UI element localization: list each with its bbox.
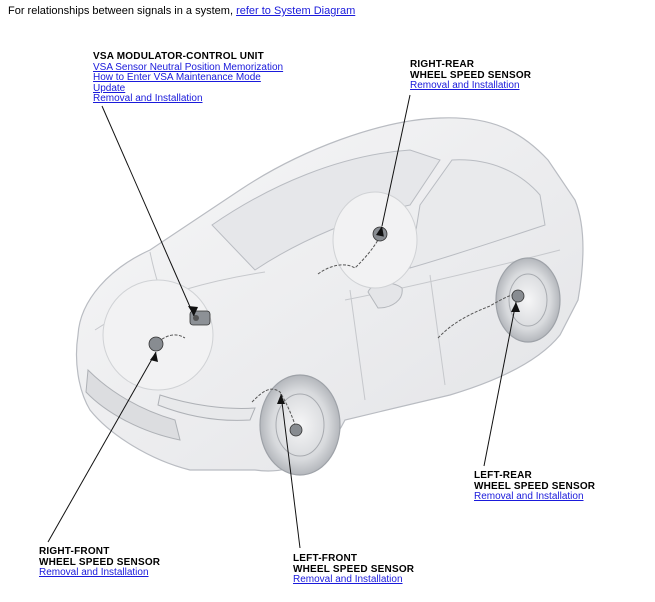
left-front-harness [251,388,297,429]
front-grille [85,368,181,441]
left-front-sensor [289,423,303,437]
front-right-wheel-ghost [102,279,214,391]
vsa-neutral-position-link[interactable]: VSA Sensor Neutral Position Memorization [93,61,284,73]
left-rear-removal-link[interactable]: Removal and Installation [474,491,584,502]
left-front-callout: LEFT-FRONT WHEEL SPEED SENSOR Removal an… [293,553,415,586]
left-rear-leader-line [483,301,517,467]
right-front-title-line1: RIGHT-FRONT [39,546,110,557]
left-front-leader-line [280,393,301,549]
right-rear-title-line1: RIGHT-REAR [410,59,475,70]
left-front-title-line2: WHEEL SPEED SENSOR [293,563,415,575]
vsa-modulator-unit [189,310,211,326]
windshield [211,149,441,271]
right-rear-removal-link[interactable]: Removal and Installation [410,80,520,91]
vsa-modulator-callout: VSA MODULATOR-CONTROL UNIT VSA Sensor Ne… [93,51,284,105]
rear-right-harness [317,239,379,275]
left-front-removal-link[interactable]: Removal and Installation [293,574,403,585]
right-front-sensor [148,336,164,352]
vsa-update-link[interactable]: Update [93,82,126,94]
left-rear-title-line1: LEFT-REAR [474,470,532,481]
rear-right-wheel-ghost [332,191,418,289]
right-rear-callout: RIGHT-REAR WHEEL SPEED SENSOR Removal an… [410,59,532,92]
system-diagram-link[interactable]: refer to System Diagram [236,5,356,17]
side-windows [409,159,546,269]
right-front-title-line2: WHEEL SPEED SENSOR [39,556,161,568]
intro-text: For relationships between signals in a s… [8,5,233,17]
left-rear-wheel [495,257,561,343]
right-front-leader-line [47,351,157,543]
left-rear-harness [437,293,516,339]
left-rear-title-line2: WHEEL SPEED SENSOR [474,480,596,492]
left-rear-callout: LEFT-REAR WHEEL SPEED SENSOR Removal and… [474,470,596,503]
left-front-title-line1: LEFT-FRONT [293,553,358,564]
headlight [157,394,256,421]
right-rear-leader-line [381,94,411,227]
vsa-removal-link[interactable]: Removal and Installation [93,93,203,104]
right-front-callout: RIGHT-FRONT WHEEL SPEED SENSOR Removal a… [39,546,161,579]
vsa-title: VSA MODULATOR-CONTROL UNIT [93,51,264,62]
right-rear-title-line2: WHEEL SPEED SENSOR [410,69,532,81]
vsa-maintenance-mode-link[interactable]: How to Enter VSA Maintenance Mode [93,72,261,83]
intro-line: For relationships between signals in a s… [8,5,355,18]
left-rear-sensor [511,289,525,303]
left-front-wheel [259,374,341,476]
right-front-removal-link[interactable]: Removal and Installation [39,567,149,578]
vsa-leader-line [101,105,195,317]
